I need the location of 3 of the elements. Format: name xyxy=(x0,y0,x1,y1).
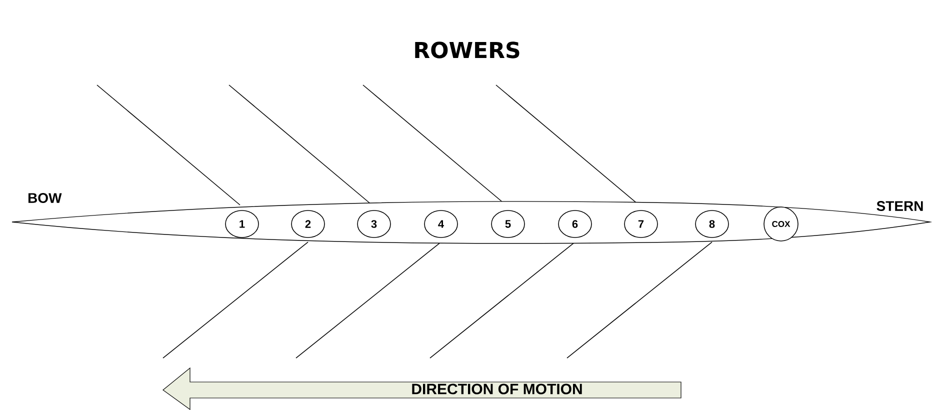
end-label: BOW xyxy=(28,193,62,203)
title: ROWERS xyxy=(415,42,520,58)
end-label: STERN xyxy=(876,201,923,211)
